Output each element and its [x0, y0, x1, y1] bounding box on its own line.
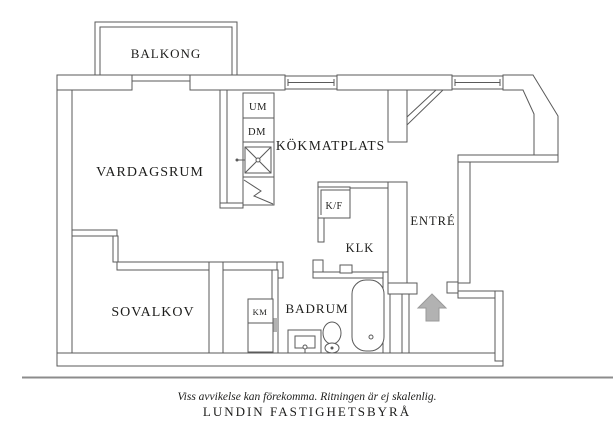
- fixtures: [247, 279, 448, 354]
- wall-chamfer-passage: [406, 89, 445, 127]
- room-label-matplats: MATPLATS: [309, 138, 385, 153]
- wall-bottom: [56, 352, 504, 367]
- kf-closet-inner-line: [320, 189, 350, 215]
- wall-entry-bottom: [387, 282, 418, 295]
- entry-door-jamb-right: [446, 281, 459, 294]
- kf-closet-box: [317, 186, 351, 219]
- footer-brand: LUNDIN FASTIGHETSBYRÅ: [203, 404, 411, 419]
- wall-right-step: [457, 154, 559, 163]
- badrum-door-marker: [272, 318, 278, 332]
- wall-kf-stub: [317, 217, 325, 243]
- wall-alcove-step-v: [112, 235, 119, 263]
- wall-top-left: [56, 74, 133, 91]
- wall-top-right: [336, 74, 453, 91]
- window-2: [451, 75, 504, 90]
- balcony-door-threshold: [131, 74, 191, 82]
- balcony-inner-rail: [99, 26, 233, 75]
- kitchen-counter: [235, 92, 275, 206]
- room-label-sovalkov: SOVALKOV: [111, 305, 194, 320]
- wall-pier-lower: [387, 181, 408, 284]
- km-lower-box: [247, 322, 274, 353]
- footer-disclaimer: Viss avvikelse kan förekomma. Ritningen …: [177, 391, 436, 403]
- wall-sovalkov-top: [116, 261, 224, 271]
- label-kf: K/F: [325, 201, 342, 212]
- entrance-arrow-icon: [416, 293, 448, 322]
- walls: [56, 21, 559, 367]
- room-label-entre: ENTRÉ: [410, 214, 455, 228]
- room-label-klk: KLK: [346, 241, 375, 255]
- klk-door-jamb: [312, 259, 324, 273]
- wall-landing-left: [401, 293, 410, 354]
- label-um: UM: [249, 102, 267, 113]
- footer: Viss avvikelse kan förekomma. Ritningen …: [177, 391, 436, 419]
- bathtub-icon: [351, 279, 385, 352]
- wall-vardagsrum-kok: [219, 89, 228, 206]
- km-box: [247, 298, 274, 324]
- room-label-vardagsrum: VARDAGSRUM: [96, 165, 204, 180]
- wall-top-mid: [189, 74, 286, 91]
- wall-left: [56, 74, 73, 367]
- wall-sovalkov-right: [208, 261, 224, 354]
- counter-break-line: [243, 179, 274, 205]
- window-1: [284, 75, 338, 90]
- balcony-outer-rail: [94, 21, 238, 75]
- kitchen-sink-icon: [235, 146, 272, 174]
- room-label-balkong: BALKONG: [131, 46, 202, 61]
- label-km: KM: [253, 307, 268, 317]
- room-label-kok: KÖK: [276, 138, 308, 153]
- wall-small-fixture: [339, 264, 353, 274]
- room-label-badrum: BADRUM: [285, 301, 348, 316]
- wall-entry-right: [457, 161, 471, 284]
- wall-chamfer-corner: [502, 74, 559, 156]
- wall-counter-foot: [219, 202, 244, 209]
- washing-machine-closet: [247, 298, 274, 353]
- wall-pier-upper: [387, 89, 408, 143]
- room-labels: BALKONG VARDAGSRUM SOVALKOV KÖK MATPLATS…: [96, 46, 455, 320]
- toilet-icon: [322, 321, 342, 354]
- bathroom-sink-icon: [287, 329, 322, 354]
- wall-alcove-step-h: [71, 229, 118, 237]
- wall-above-km: [222, 261, 284, 271]
- label-dm: DM: [248, 127, 266, 138]
- wall-landing-right: [494, 290, 504, 362]
